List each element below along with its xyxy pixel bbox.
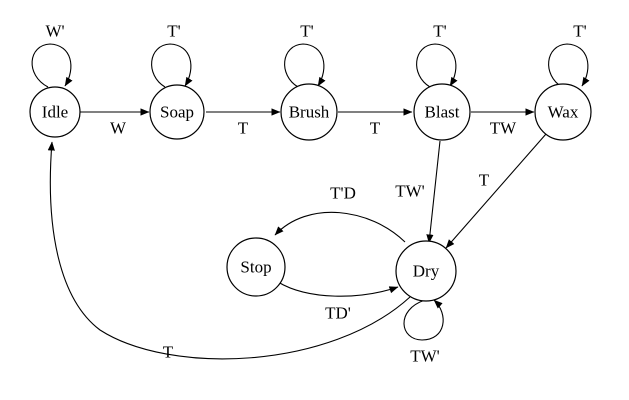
- edge-dry-to-idle-label: T: [163, 343, 174, 362]
- self-loop-soap-label: T': [167, 22, 180, 41]
- edge-idle-to-soap-label: W: [110, 119, 127, 138]
- self-loop-brush-label: T': [300, 22, 313, 41]
- edge-blast-to-dry: [426, 140, 441, 244]
- edge-blast-to-wax-label: TW: [490, 119, 517, 138]
- self-loop-idle: [31, 43, 73, 88]
- self-loop-brush: [284, 43, 326, 88]
- state-dry-label: Dry: [413, 262, 440, 281]
- state-dry-circle: [395, 240, 457, 302]
- self-loop-dry-label: TW': [410, 347, 440, 366]
- state-blast: Blast: [413, 83, 471, 141]
- state-soap-label: Soap: [160, 103, 194, 122]
- edge-wax-to-dry: [445, 133, 547, 249]
- edge-stop-to-dry-label: TD': [325, 304, 351, 323]
- self-loop-blast: [416, 43, 458, 88]
- state-stop-label: Stop: [240, 258, 271, 277]
- state-stop: Stop: [226, 237, 286, 297]
- state-wax-label: Wax: [548, 103, 579, 122]
- state-idle-circle: [29, 86, 81, 138]
- state-soap-circle: [149, 84, 205, 140]
- state-stop-circle: [226, 237, 286, 297]
- state-brush: Brush: [280, 83, 338, 141]
- edge-soap-to-brush-label: T: [238, 119, 249, 138]
- state-dry: Dry: [395, 240, 457, 302]
- edge-blast-to-dry-label: TW': [395, 182, 425, 201]
- state-idle: Idle: [29, 86, 81, 138]
- edge-dry-to-stop: [274, 211, 406, 243]
- state-brush-circle: [280, 83, 338, 141]
- edge-stop-to-dry: [277, 281, 399, 297]
- state-blast-label: Blast: [425, 103, 460, 122]
- state-wax-circle: [534, 83, 592, 141]
- self-loop-wax-label: T': [573, 22, 586, 41]
- edge-dry-to-idle: [47, 141, 411, 360]
- self-loop-soap: [151, 43, 193, 88]
- self-loop-blast-label: T': [433, 22, 446, 41]
- edge-dry-to-stop-label: T'D: [330, 184, 356, 203]
- state-blast-circle: [413, 83, 471, 141]
- state-wax: Wax: [534, 83, 592, 141]
- edge-brush-to-blast-label: T: [370, 119, 381, 138]
- state-idle-label: Idle: [42, 103, 68, 122]
- self-loop-wax: [548, 43, 590, 88]
- self-loop-idle-label: W': [45, 22, 64, 41]
- edge-wax-to-dry-label: T: [479, 171, 490, 190]
- state-brush-label: Brush: [289, 103, 330, 122]
- state-soap: Soap: [149, 84, 205, 140]
- self-loop-dry: [403, 299, 444, 341]
